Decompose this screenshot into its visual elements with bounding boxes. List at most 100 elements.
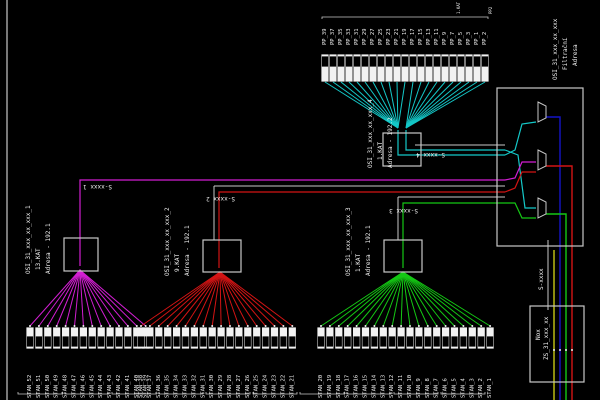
terminal-pin-label-box [398,336,405,347]
group-brace [440,392,486,395]
nox-title: Nox [535,329,542,340]
red-fan-wire [219,271,284,327]
cyan-fan-wire [372,81,399,129]
terminal-dot [273,325,276,327]
terminal-dot [220,325,223,327]
bottom-port-label: STAN_22 [280,375,286,398]
panel-red [504,171,536,193]
bottom-port-label: STAN_4 [460,377,466,398]
bottom-port-label: STAN_33 [183,375,189,398]
group-brace [158,392,204,395]
magenta-fan-wire [79,269,93,327]
bottom-port-label: STAN_47 [72,375,78,398]
top-terminal-pin [449,54,457,82]
panel-cyan-1 [504,121,537,156]
top-port-label: PP_29 [362,28,368,45]
top-terminal-pin-label-box [425,56,433,67]
terminal-pin-label-box [115,336,123,347]
bottom-port-label: STAN_28 [227,375,233,398]
terminal-pin-label-box [137,336,145,347]
magenta-fan-wire [79,269,84,327]
terminal-dot [202,325,205,327]
terminal-pin-label-box [89,336,96,347]
magenta-fan-wire [74,269,81,327]
green-fan-wire [402,271,473,327]
group-brace [299,392,345,395]
cable-s1-magenta [79,179,505,266]
top-terminal-pin-label-box [369,56,377,67]
terminal-pin-label-box [271,336,278,347]
bottom-port-label: STAN_17 [345,375,351,398]
terminal-pin-label-box [106,336,114,347]
terminal-dot [193,325,196,327]
red-hub-marker [215,271,225,277]
cable-label: S-xxxx 1 [83,183,112,190]
terminal-pin-label-box [253,336,260,347]
terminal-pin-label-box [200,336,207,347]
cyan-fan-wire [405,81,438,129]
unit-address: Adresa - 192.1 [365,225,372,276]
terminal-pin-label-box [124,336,132,347]
top-port-label: PP_1 [474,32,480,45]
terminal-pin-label-box [262,336,269,347]
nox-cable-label: S-xxxx [538,268,545,290]
wires-layer [29,81,573,400]
terminal-dot [166,325,169,327]
red-fan-wire [211,271,221,327]
cyan-fan-wire [405,81,454,129]
cyan-fan-wire [405,81,486,129]
green-fan-wire [373,271,404,327]
unit-box-1 [63,237,99,272]
terminal-dot [157,325,160,327]
cable-red-out [546,165,573,400]
magenta-hub-marker [75,269,85,275]
boxes-layer [63,87,585,383]
cable-label-4: S-xxxx 4 [416,151,445,158]
terminal-dot [229,325,231,327]
cyan-fan-wire [356,81,399,129]
terminal-dot [46,325,49,327]
terminal-pin-label-box [442,336,449,347]
green-fan-wire [402,271,482,327]
terminal-dot [144,325,147,327]
bottom-port-label: STAN_31 [200,375,206,398]
top-terminal-pin [385,54,393,82]
bottom-port-label: STAN_25 [254,375,260,398]
terminal-pin-label-box [182,336,189,347]
terminal-pin-label-box [53,336,60,347]
bottom-port-label: STAN_16 [354,375,360,398]
green-fan-wire [402,271,491,327]
top-terminal-pin [457,54,465,82]
terminal-dot [471,325,474,327]
terminal-dot [282,325,285,327]
red-fan-wire [176,271,221,327]
bottom-port-label: STAN_43 [107,375,113,398]
cable-green-out [546,213,567,400]
green-fan-wire [400,271,404,327]
terminal-pin-label-box [191,336,198,347]
green-fan-wire [402,271,420,327]
terminal-pin-label-box [362,336,369,347]
nox-terminal-dot [553,349,555,351]
unit-kat: 13.KAT [35,248,42,270]
terminal-dot [291,325,294,327]
top-terminal-pin [329,54,337,82]
terminal-pin-label-box [98,336,105,347]
terminal-dot [184,325,187,327]
top-port-label: PP_27 [370,28,376,45]
magenta-fan-wire [79,269,111,327]
top-terminal-pin [473,54,481,82]
top-unit-kat: 1.KAT [377,142,384,160]
green-fan-wire [402,271,438,327]
bottom-port-label: STAN_29 [218,375,224,398]
top-terminal-pin [425,54,433,82]
terminal-pin-label-box [35,336,43,347]
panel-green [505,202,536,219]
top-terminal-pin [369,54,377,82]
top-terminal-pin-label-box [385,56,393,67]
cyan-fan-wire [397,81,406,129]
terminal-pin-label-box [326,336,333,347]
bottom-port-label: STAN_10 [407,375,413,398]
cyan-fan-wire [340,81,399,129]
